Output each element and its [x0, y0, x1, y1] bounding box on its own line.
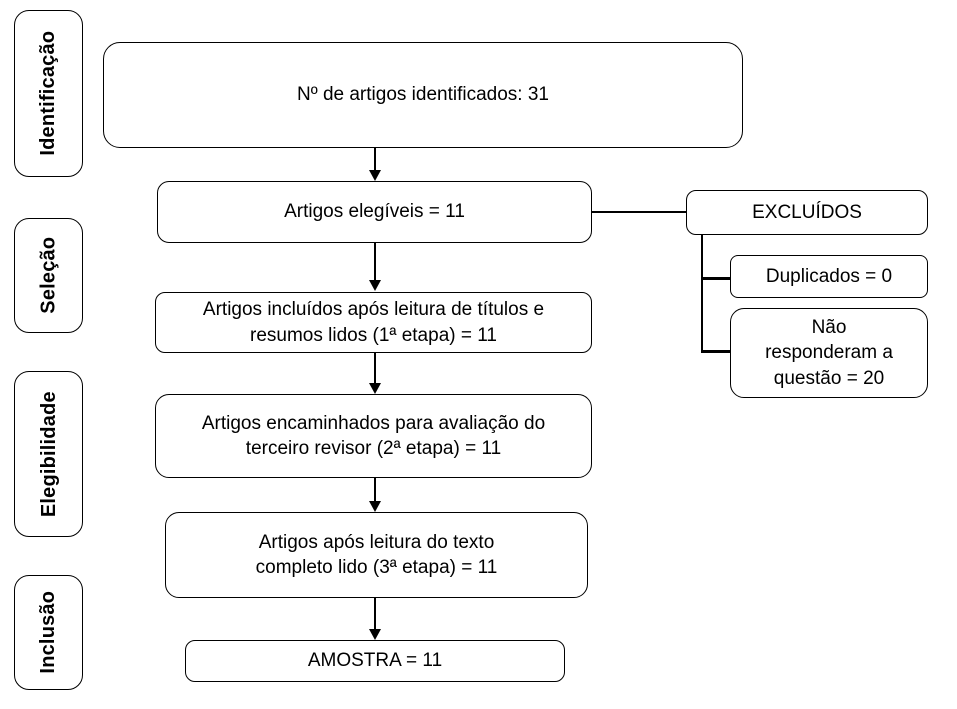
flow-box-identificados: Nº de artigos identificados: 31: [103, 42, 743, 148]
excluded-header-label: EXCLUÍDOS: [752, 201, 862, 223]
stage-box-elegibilidade: Elegibilidade: [14, 371, 83, 537]
arrow-line-etapa1-etapa2: [373, 353, 377, 384]
arrow-line-identificados-elegiveis: [373, 148, 377, 171]
connector-elegiveis-excluidos: [592, 210, 686, 213]
stage-label-inclusao: Inclusão: [37, 591, 60, 674]
excluded-header-box: EXCLUÍDOS: [686, 190, 928, 235]
stage-box-selecao: Seleção: [14, 218, 83, 333]
arrow-line-elegiveis-etapa1: [373, 243, 377, 281]
arrow-line-etapa2-etapa3: [373, 478, 377, 502]
flow-box-primeira-etapa: Artigos incluídos após leitura de título…: [155, 292, 592, 353]
excluded-nao-responderam-label: Não responderam a questão = 20: [765, 316, 893, 389]
connector-stub-duplicados: [700, 277, 731, 280]
flow-label-segunda-etapa: Artigos encaminhados para avaliação do t…: [201, 412, 546, 459]
stage-label-identificacao: Identificação: [37, 31, 60, 156]
flow-label-amostra: AMOSTRA = 11: [307, 650, 443, 672]
stage-box-inclusao: Inclusão: [14, 575, 83, 690]
excluded-duplicados-box: Duplicados = 0: [730, 255, 928, 298]
flow-box-segunda-etapa: Artigos encaminhados para avaliação do t…: [155, 394, 592, 478]
connector-excluidos-vertical: [700, 235, 703, 352]
arrowhead-down-icon: [368, 383, 381, 394]
excluded-nao-responderam-box: Não responderam a questão = 20: [730, 308, 928, 398]
flow-box-elegiveis: Artigos elegíveis = 11: [157, 181, 592, 243]
arrowhead-down-icon: [368, 501, 381, 512]
stage-label-selecao: Seleção: [37, 236, 60, 314]
flow-label-elegiveis: Artigos elegíveis = 11: [284, 201, 465, 223]
stage-box-identificacao: Identificação: [14, 10, 83, 177]
arrowhead-down-icon: [368, 280, 381, 291]
arrowhead-down-icon: [368, 170, 381, 181]
stage-label-elegibilidade: Elegibilidade: [37, 391, 60, 517]
flow-label-identificados: Nº de artigos identificados: 31: [297, 84, 549, 106]
flow-label-terceira-etapa: Artigos após leitura do texto completo l…: [255, 531, 498, 578]
flow-box-terceira-etapa: Artigos após leitura do texto completo l…: [165, 512, 588, 598]
arrowhead-down-icon: [368, 629, 381, 640]
arrow-line-etapa3-amostra: [373, 598, 377, 630]
connector-stub-nao-responderam: [700, 350, 731, 353]
excluded-duplicados-label: Duplicados = 0: [765, 265, 893, 287]
flow-label-primeira-etapa: Artigos incluídos após leitura de título…: [202, 299, 545, 346]
flow-box-amostra: AMOSTRA = 11: [185, 640, 565, 682]
